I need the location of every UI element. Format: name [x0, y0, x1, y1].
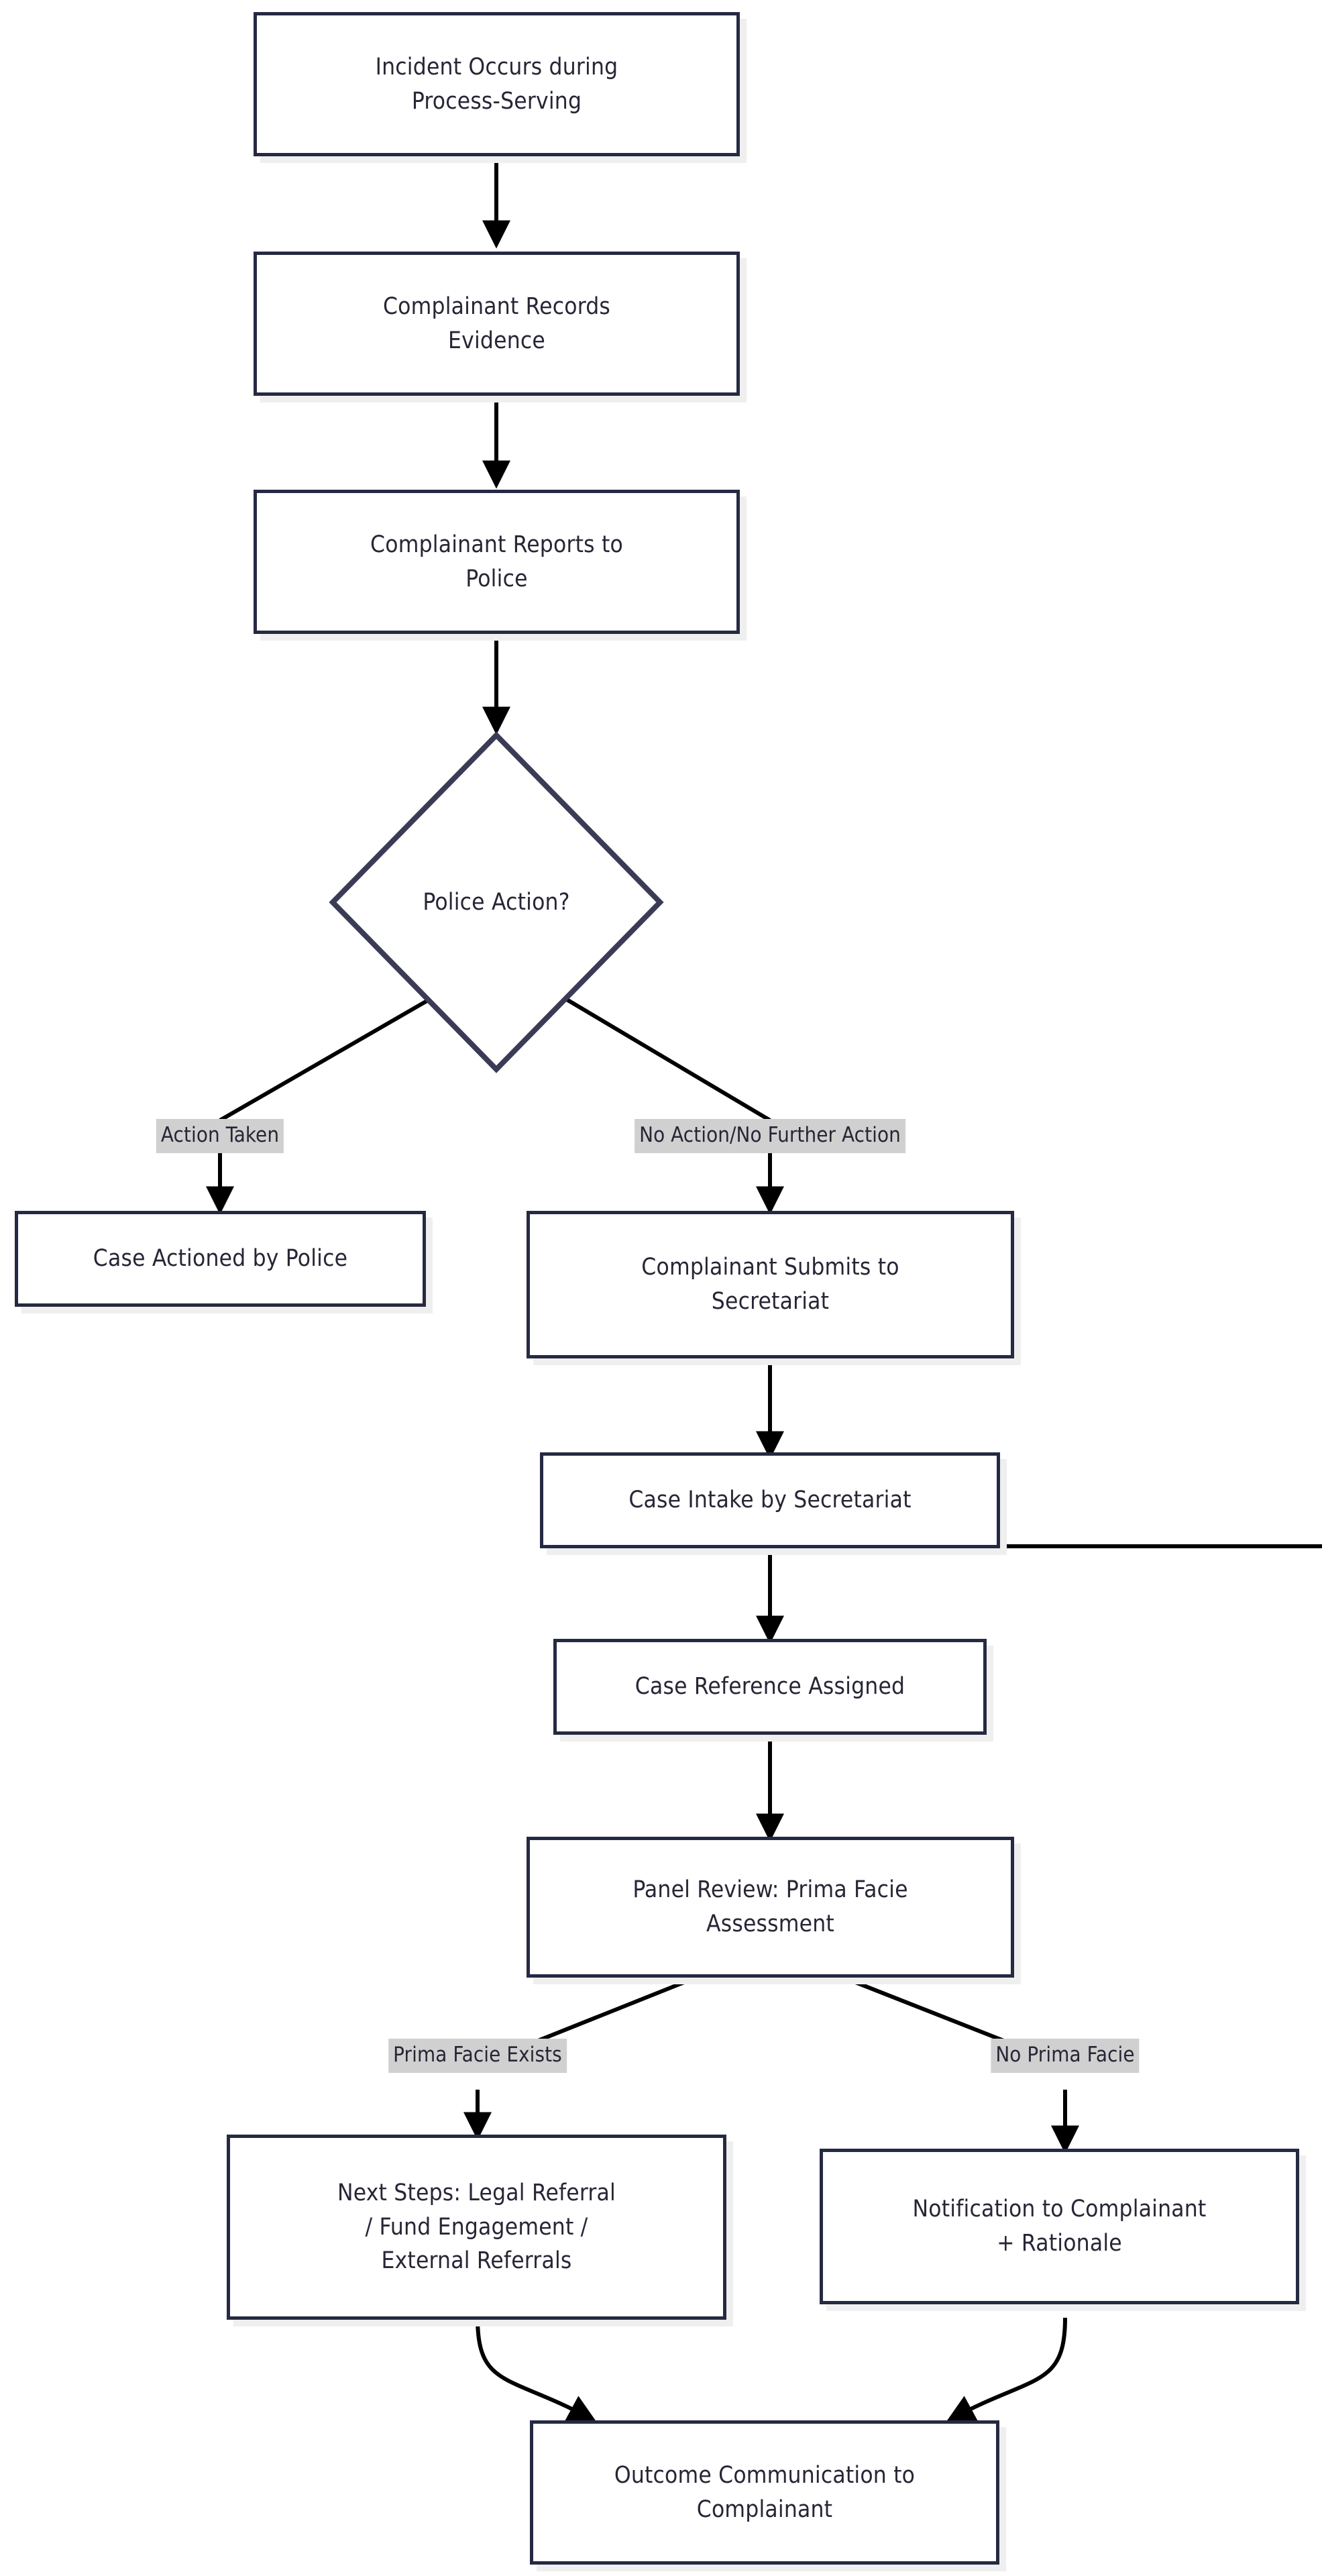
node-panel-review-prima-facie[interactable]: Panel Review: Prima Facie Assessment — [527, 1837, 1014, 1978]
node-outcome-communication[interactable]: Outcome Communication to Complainant — [530, 2420, 999, 2565]
node-case-actioned-by-police[interactable]: Case Actioned by Police — [15, 1211, 426, 1307]
node-reports-label: Complainant Reports to Police — [370, 531, 623, 592]
node-panel-label: Panel Review: Prima Facie Assessment — [632, 1876, 908, 1937]
node-intake-label: Case Intake by Secretariat — [628, 1487, 912, 1514]
node-incident-label: Incident Occurs during Process-Serving — [375, 53, 618, 115]
edge-intake-reference — [770, 1544, 1322, 1637]
node-notification-to-complainant[interactable]: Notification to Complainant + Rationale — [820, 2149, 1299, 2304]
node-incident[interactable]: Incident Occurs during Process-Serving — [254, 12, 740, 156]
node-complainant-reports-to-police[interactable]: Complainant Reports to Police — [254, 490, 740, 634]
edge-notification-outcome — [946, 2317, 1067, 2422]
node-case-reference-assigned[interactable]: Case Reference Assigned — [553, 1639, 987, 1735]
edge-label-no-prima-facie: No Prima Facie — [991, 2039, 1140, 2073]
node-records-label: Complainant Records Evidence — [382, 292, 611, 354]
node-outcome-label: Outcome Communication to Complainant — [614, 2461, 916, 2523]
edge-label-action-taken: Action Taken — [156, 1119, 284, 1153]
node-next-steps-label: Next Steps: Legal Referral / Fund Engage… — [337, 2179, 616, 2275]
edge-label-prima-facie-exists: Prima Facie Exists — [388, 2039, 567, 2073]
node-next-steps-referrals[interactable]: Next Steps: Legal Referral / Fund Engage… — [227, 2135, 726, 2320]
node-police-action-label: Police Action? — [423, 889, 570, 916]
node-complainant-submits-to-secretariat[interactable]: Complainant Submits to Secretariat — [527, 1211, 1014, 1358]
diamond-shape — [329, 731, 664, 1073]
node-reference-label: Case Reference Assigned — [635, 1673, 905, 1701]
edge-label-no-action: No Action/No Further Action — [635, 1119, 905, 1153]
node-submits-label: Complainant Submits to Secretariat — [641, 1254, 899, 1315]
node-actioned-label: Case Actioned by Police — [93, 1245, 348, 1273]
edge-next-outcome — [476, 2317, 597, 2422]
node-complainant-records-evidence[interactable]: Complainant Records Evidence — [254, 252, 740, 396]
node-police-action-decision[interactable]: Police Action? — [329, 731, 664, 1073]
node-case-intake-by-secretariat[interactable]: Case Intake by Secretariat — [540, 1452, 1000, 1548]
node-notification-label: Notification to Complainant + Rationale — [912, 2196, 1207, 2257]
